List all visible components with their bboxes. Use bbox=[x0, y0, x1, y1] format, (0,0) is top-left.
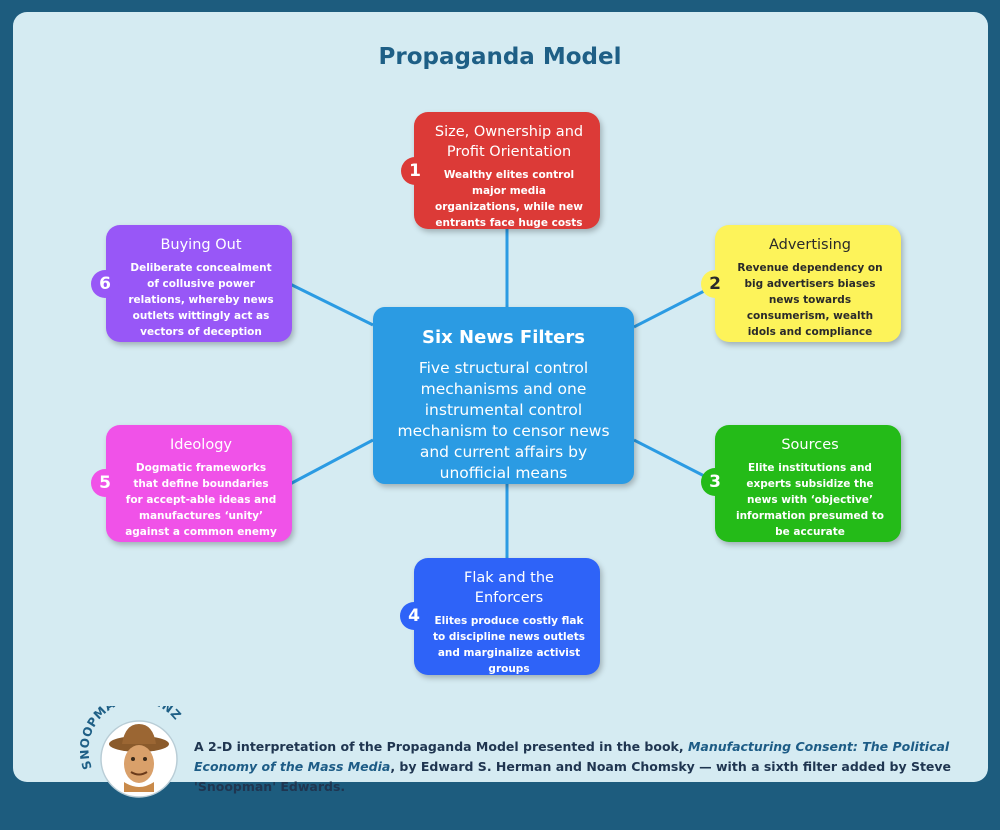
book-title: Manufacturing Consent: The Political Eco… bbox=[194, 739, 950, 774]
connector-6 bbox=[289, 282, 374, 327]
filter-title: Flak and the Enforcers bbox=[464, 570, 554, 606]
filter-node-6: Buying Out Deliberate concealment of col… bbox=[106, 225, 292, 342]
filter-title: Ideology bbox=[170, 437, 232, 453]
filter-description: Elite institutions and experts subsidize… bbox=[735, 462, 885, 538]
filter-node-1: Size, Ownership and Profit Orientation W… bbox=[414, 112, 600, 229]
filter-number-badge: 4 bbox=[400, 602, 428, 630]
filter-node-5: Ideology Dogmatic frameworks that define… bbox=[106, 425, 292, 542]
center-title: Six News Filters bbox=[422, 327, 585, 348]
filter-title: Buying Out bbox=[160, 237, 242, 253]
filter-number-badge: 2 bbox=[701, 270, 729, 298]
snoopman-logo-icon: SNOOPMAN.NET.NZ bbox=[77, 690, 184, 798]
filter-node-3: Sources Elite institutions and experts s… bbox=[715, 425, 901, 542]
center-node: Six News Filters Five structural control… bbox=[373, 307, 634, 484]
center-description: Five structural control mechanisms and o… bbox=[397, 359, 610, 482]
filter-title: Sources bbox=[781, 437, 839, 453]
snoopman-logo: SNOOPMAN.NET.NZ bbox=[77, 690, 190, 806]
filter-description: Elites produce costly flak to discipline… bbox=[433, 615, 585, 675]
filter-description: Deliberate concealment of collusive powe… bbox=[128, 262, 274, 338]
filter-title: Advertising bbox=[768, 237, 852, 253]
diagram-title: Propaganda Model bbox=[378, 44, 622, 70]
filter-node-2: Advertising Revenue dependency on big ad… bbox=[715, 225, 901, 342]
filter-title: Size, Ownership and Profit Orientation bbox=[434, 124, 584, 160]
filter-number-badge: 1 bbox=[401, 157, 429, 185]
filter-number-badge: 5 bbox=[91, 469, 119, 497]
connector-2 bbox=[633, 283, 717, 329]
caption: A 2-D interpretation of the Propaganda M… bbox=[194, 737, 964, 797]
filter-number-badge: 6 bbox=[91, 270, 119, 298]
filter-description: Dogmatic frameworks that define boundari… bbox=[125, 462, 277, 538]
filter-description: Wealthy elites control major media organ… bbox=[435, 169, 583, 229]
connector-5 bbox=[289, 438, 374, 486]
filter-node-4: Flak and the Enforcers Elites produce co… bbox=[414, 558, 600, 675]
caption-text-1: A 2-D interpretation of the Propaganda M… bbox=[194, 739, 688, 754]
filter-description: Revenue dependency on big advertisers bi… bbox=[737, 262, 883, 338]
filter-number-badge: 3 bbox=[701, 468, 729, 496]
caption-text-2: , by Edward S. Herman and Noam Chomsky —… bbox=[194, 759, 952, 794]
